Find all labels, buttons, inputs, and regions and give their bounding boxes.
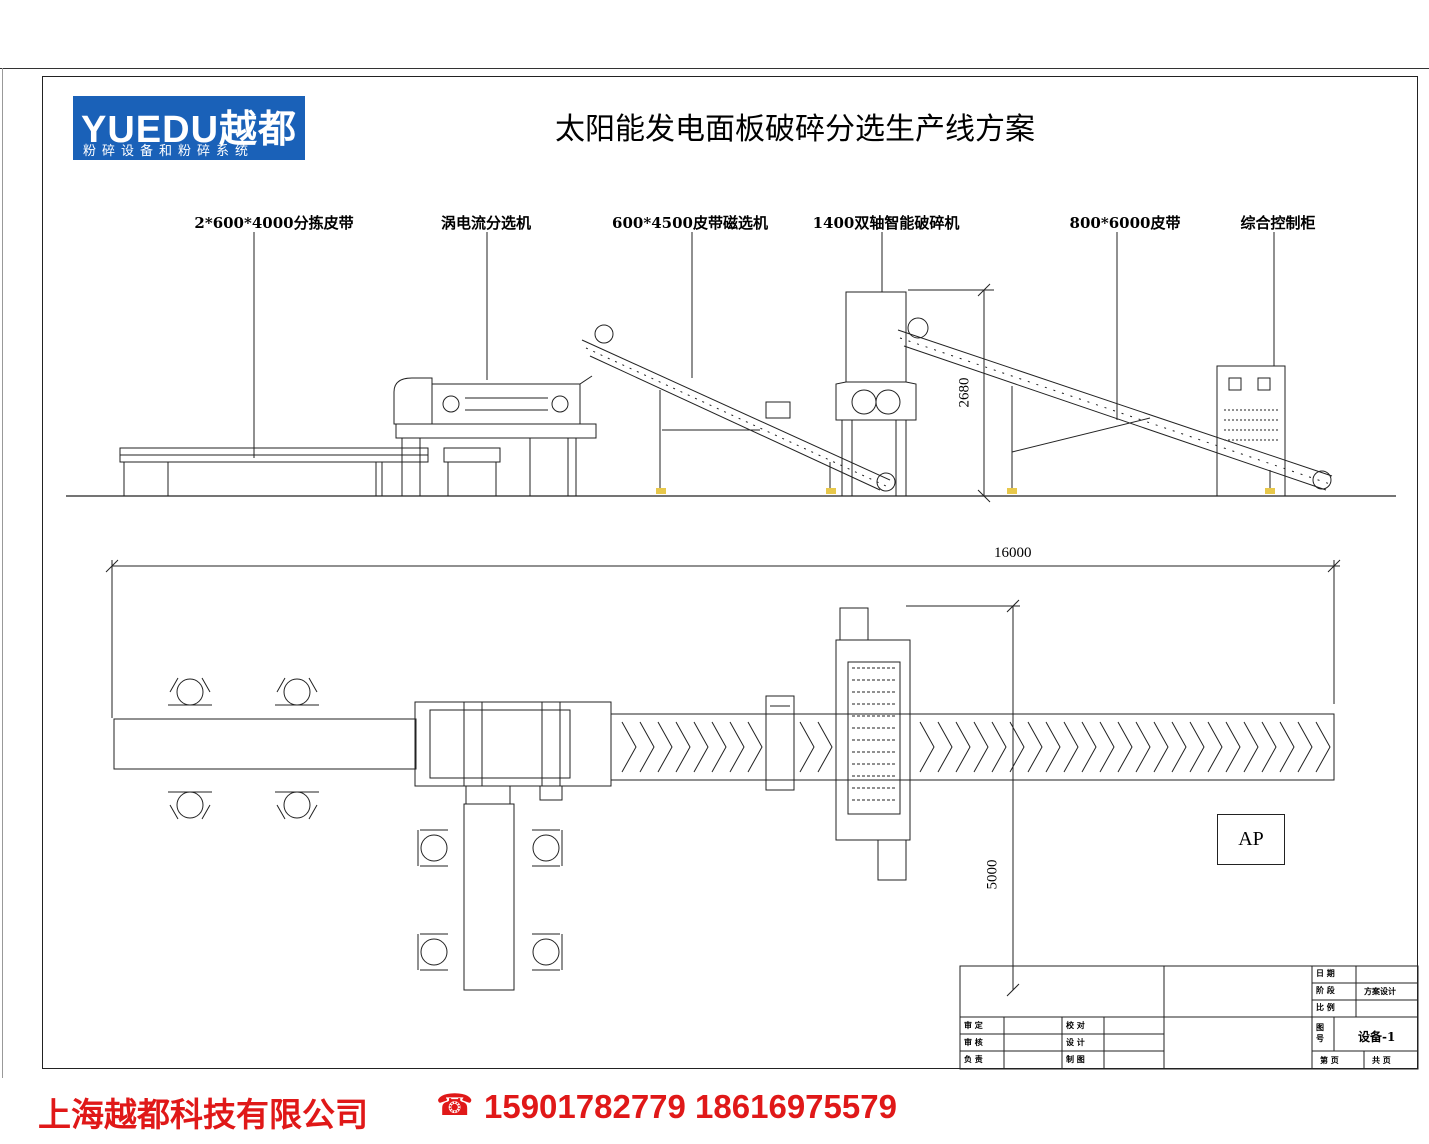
width-dimension-line	[906, 599, 1020, 997]
tb-proofread: 校 对	[1066, 1020, 1085, 1030]
top-rule	[0, 68, 1429, 69]
telephone-icon: ☎	[436, 1088, 474, 1123]
title-block	[959, 965, 1419, 1070]
tb-page: 第 页	[1320, 1055, 1339, 1065]
height-dimension-line	[908, 283, 994, 503]
tb-date: 日 期	[1316, 968, 1335, 978]
left-rule	[2, 68, 3, 1078]
control-cabinet-side-view	[1216, 365, 1286, 497]
tb-total: 共 页	[1372, 1055, 1391, 1065]
inclined-belt-side-view	[897, 317, 1333, 492]
company-logo: YUEDU越都 粉碎设备和粉碎系统	[73, 96, 305, 160]
foot-markers	[656, 488, 1275, 494]
tb-design: 设 计	[1066, 1037, 1085, 1047]
label-control-cabinet: 综合控制柜	[1240, 214, 1316, 232]
tb-scale: 比 例	[1316, 1002, 1335, 1012]
shredder-plan	[835, 607, 911, 881]
label-shredder: 1400双轴智能破碎机	[812, 214, 960, 232]
tb-responsible: 负 责	[964, 1054, 983, 1064]
length-dimension-line	[105, 559, 1341, 718]
conveyor-plan	[610, 713, 1335, 781]
drawing-title: 太阳能发电面板破碎分选生产线方案	[555, 112, 1035, 147]
logo-sub-text: 粉碎设备和粉碎系统	[83, 144, 255, 159]
eddy-separator-plan	[414, 701, 612, 805]
ap-box: AP	[1217, 814, 1285, 865]
tb-drawing: 制 图	[1066, 1054, 1085, 1064]
discharge-belt-plan	[463, 803, 515, 991]
tb-stage-value: 方案设计	[1364, 986, 1396, 996]
dimension-length: 16000	[994, 545, 1032, 561]
tb-figure-no: 图 号	[1316, 1022, 1324, 1043]
magnetic-belt-side-view	[581, 324, 896, 492]
label-belt: 800*6000皮带	[1069, 214, 1181, 232]
shredder-side-view	[835, 291, 917, 497]
footer-phone-numbers: 15901782779 18616975579	[484, 1088, 897, 1125]
tb-stage: 阶 段	[1316, 985, 1335, 995]
sorting-belt-side-view	[119, 447, 501, 496]
tb-figure-value: 设备-1	[1358, 1030, 1396, 1044]
dimension-height: 2680	[956, 377, 973, 408]
dimension-width: 5000	[984, 859, 1001, 890]
drawing-sheet-border	[42, 76, 1418, 1069]
logo-main-text: YUEDU越都	[81, 109, 298, 151]
worker-symbols	[168, 677, 563, 971]
tb-review: 审 定	[964, 1020, 983, 1030]
magnetic-separator-plan	[765, 695, 795, 791]
sorting-belt-plan	[113, 718, 417, 770]
tb-audit: 审 核	[964, 1037, 983, 1047]
label-eddy-separator: 涡电流分选机	[440, 214, 532, 232]
footer-company-name: 上海越都科技有限公司	[38, 1095, 368, 1134]
eddy-separator-side-view	[393, 375, 597, 496]
label-magnetic-belt: 600*4500皮带磁选机	[612, 214, 768, 232]
label-sorting-belt: 2*600*4000分拣皮带	[194, 214, 354, 232]
